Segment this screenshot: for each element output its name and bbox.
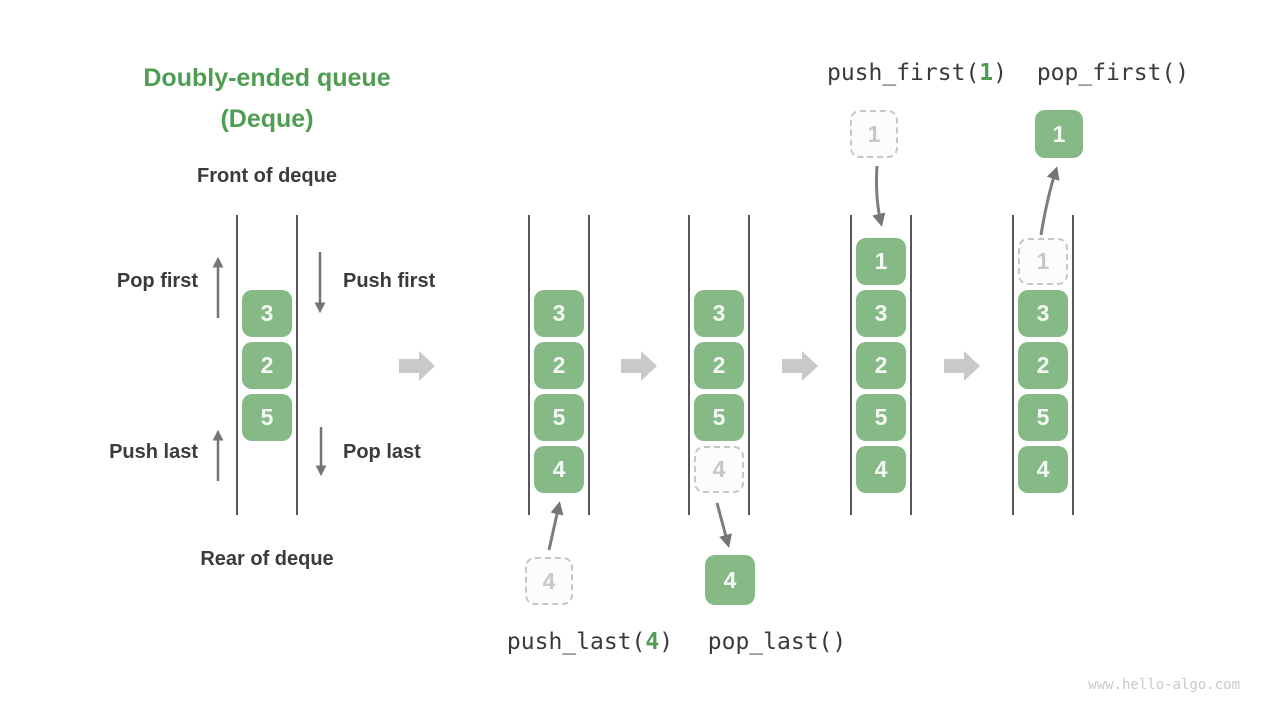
deque-cell: 3 (534, 290, 584, 337)
push-last-code-suffix: ) (659, 629, 674, 655)
push-last-label: Push last (109, 441, 198, 463)
pop-last-code-label: pop_last() (707, 629, 847, 655)
push-last-incoming-box: 4 (525, 557, 573, 605)
push-last-code-label: push_last(4) (507, 629, 673, 655)
transition-arrow-icon (782, 351, 818, 381)
transition-arrow-icon (621, 351, 657, 381)
deque-cell: 5 (242, 394, 292, 441)
deque-cell: 3 (856, 290, 906, 337)
pop-first-code-label: pop_first() (1036, 60, 1190, 86)
deque-container-overview: 3 2 5 (236, 215, 298, 515)
push-first-code-arg: 1 (979, 60, 994, 86)
page-title: Doubly-ended queue (Deque) (143, 58, 390, 140)
pop-last-removed-box: 4 (705, 555, 755, 605)
rear-of-deque-label: Rear of deque (200, 548, 334, 570)
deque-cell: 3 (242, 290, 292, 337)
transition-arrow-icon (944, 351, 980, 381)
deque-cell: 4 (1018, 446, 1068, 493)
deque-cell: 4 (856, 446, 906, 493)
deque-cell-dashed: 4 (694, 446, 744, 493)
deque-cell: 3 (694, 290, 744, 337)
deque-container-after-push-first: 1 3 2 5 4 (850, 215, 912, 515)
push-first-label: Push first (343, 270, 436, 292)
deque-cell: 2 (694, 342, 744, 389)
push-first-code-prefix: push_first( (826, 60, 980, 86)
deque-container-after-push-last: 3 2 5 4 (528, 215, 590, 515)
pop-last-label: Pop last (343, 441, 421, 463)
push-last-code-prefix: push_last( (506, 629, 646, 655)
deque-cell: 5 (694, 394, 744, 441)
deque-cell: 4 (534, 446, 584, 493)
page-title-line1: Doubly-ended queue (143, 64, 391, 92)
push-first-code-suffix: ) (993, 60, 1008, 86)
page-title-line2: (Deque) (220, 105, 314, 133)
push-first-code-label: push_first(1) (827, 60, 1007, 86)
deque-cell: 2 (1018, 342, 1068, 389)
transition-arrow-icon (399, 351, 435, 381)
deque-cell: 5 (1018, 394, 1068, 441)
watermark: www.hello-algo.com (1088, 677, 1240, 693)
deque-cell: 2 (242, 342, 292, 389)
deque-cell: 1 (856, 238, 906, 285)
pop-first-removed-box: 1 (1035, 110, 1083, 158)
deque-container-during-pop-last: 3 2 5 4 (688, 215, 750, 515)
deque-cell-dashed: 1 (1018, 238, 1068, 285)
push-first-incoming-box: 1 (850, 110, 898, 158)
front-of-deque-label: Front of deque (197, 165, 337, 187)
deque-cell: 5 (534, 394, 584, 441)
push-last-code-arg: 4 (645, 629, 660, 655)
deque-cell: 3 (1018, 290, 1068, 337)
pop-first-label: Pop first (116, 270, 198, 292)
deque-cell: 2 (856, 342, 906, 389)
deque-cell: 2 (534, 342, 584, 389)
deque-container-during-pop-first: 1 3 2 5 4 (1012, 215, 1074, 515)
deque-cell: 5 (856, 394, 906, 441)
